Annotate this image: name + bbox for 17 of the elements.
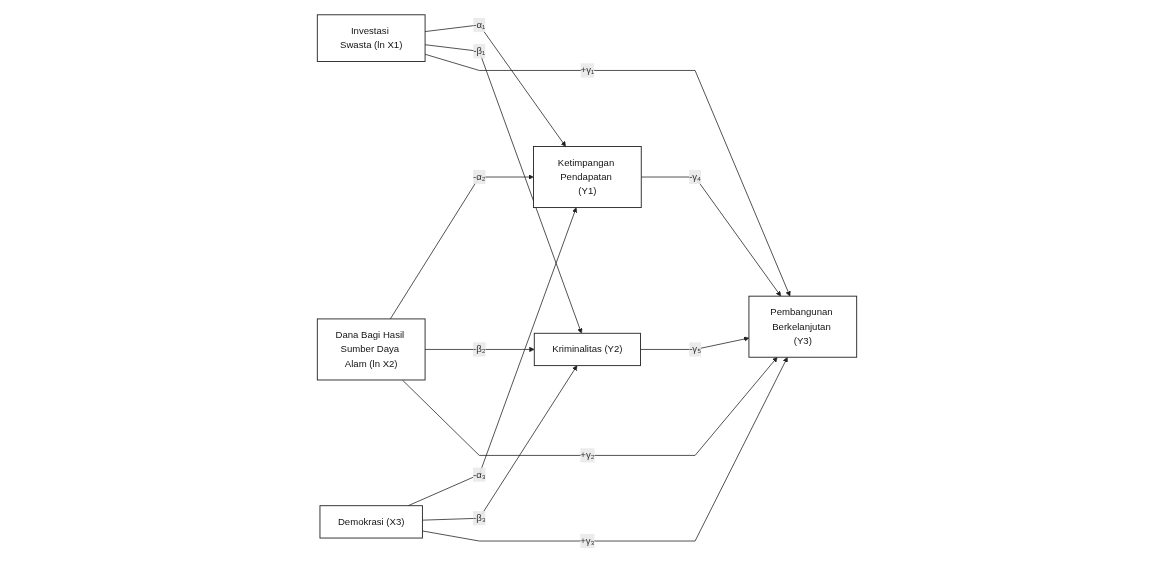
edge-label: -β₂: [473, 344, 486, 355]
edge-label: +γ₃: [580, 535, 595, 546]
edge-label: +γ₁: [580, 65, 595, 76]
edge-label: -α₃: [472, 469, 486, 480]
node-box: Kriminalitas (Y2): [533, 332, 641, 367]
node-box: Demokrasi (X3): [319, 505, 423, 539]
node-box: Investasi Swasta (ln X1): [316, 14, 426, 62]
node-box: Dana Bagi Hasil Sumber Daya Alam (ln X2): [316, 318, 426, 381]
node-box: Pembangunan Berkelanjutan (Y3): [748, 295, 858, 358]
edge-label: +γ₂: [580, 450, 595, 461]
edge-label: -β₁: [473, 45, 486, 57]
edge-label: -α₂: [473, 171, 486, 182]
edge-label: -α₁: [473, 19, 486, 30]
edge-label: -β₃: [472, 512, 486, 524]
node-box: Ketimpangan Pendapatan (Y1): [533, 146, 642, 208]
edge-label: -γ₄: [689, 171, 702, 182]
edge-label: -γ₅: [689, 344, 702, 355]
